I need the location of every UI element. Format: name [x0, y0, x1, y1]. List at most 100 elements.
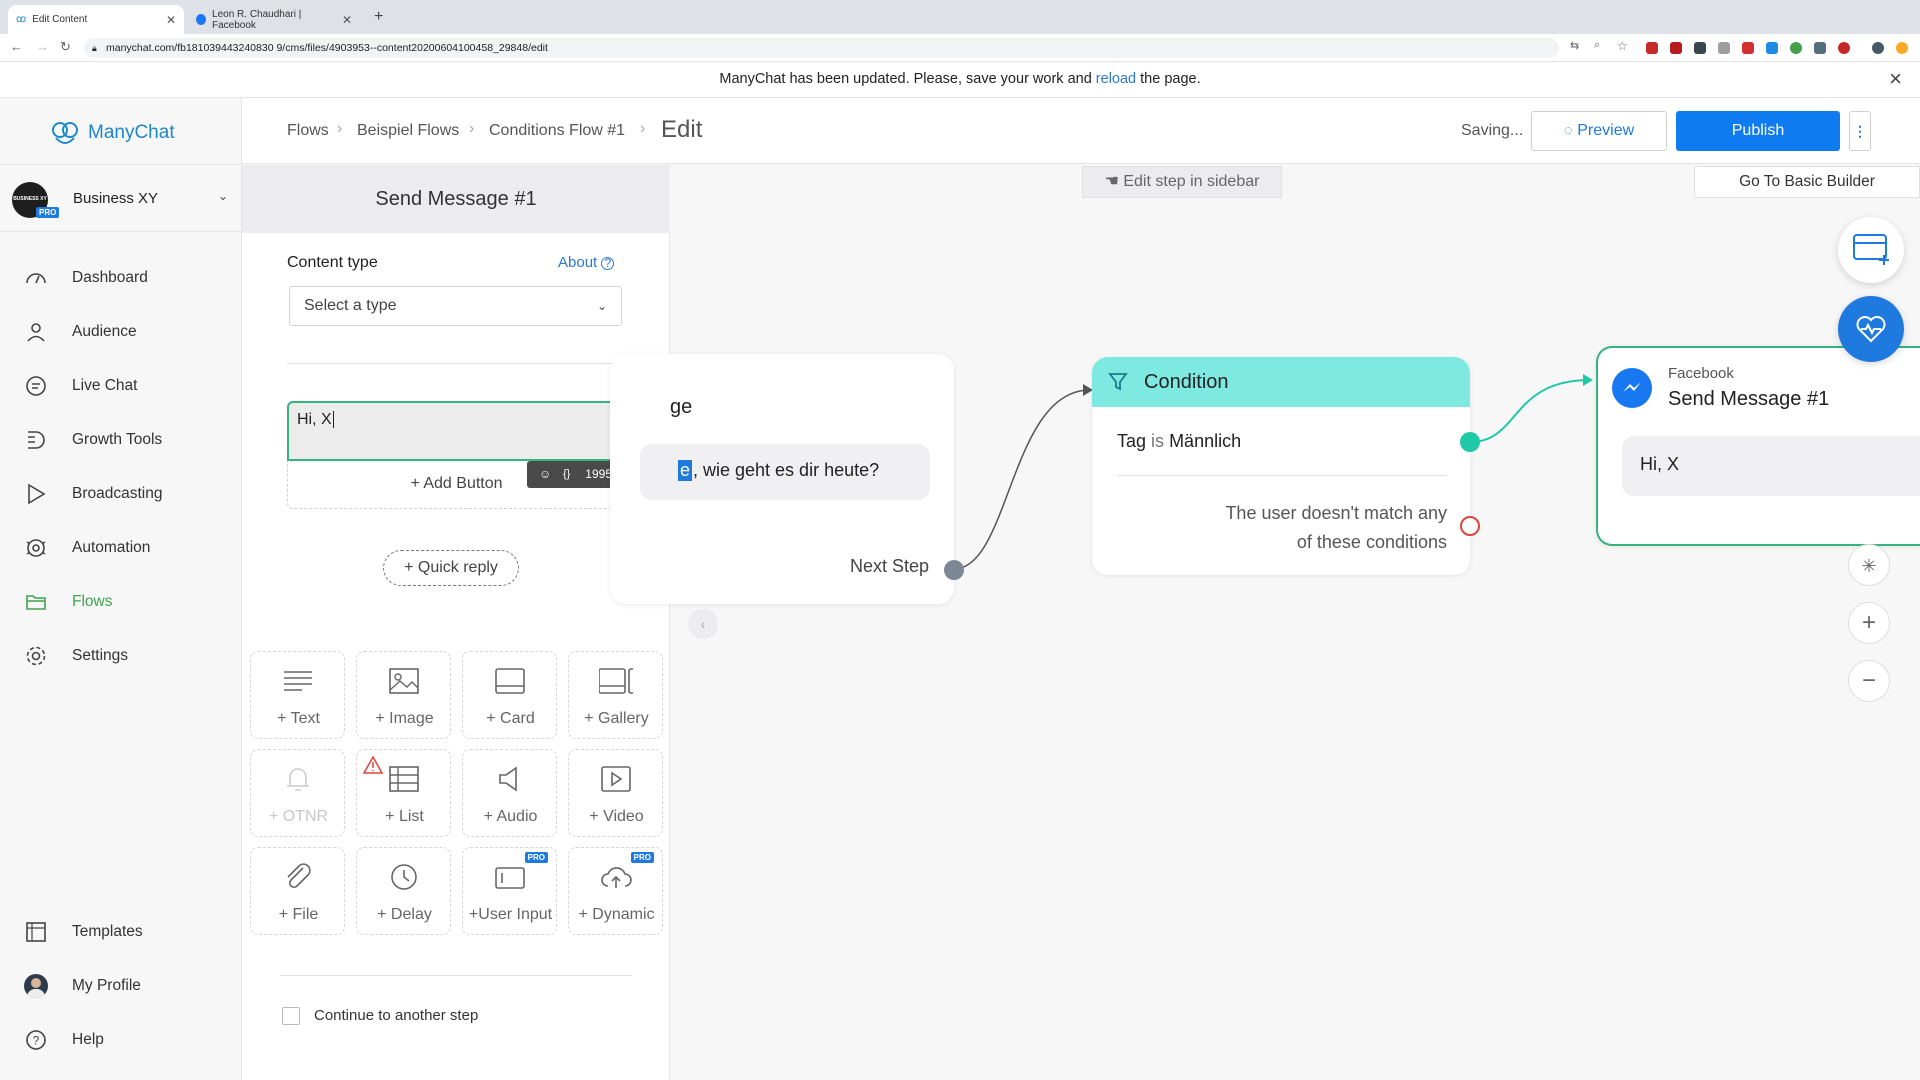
health-check-button[interactable]: [1838, 296, 1904, 362]
message-text-input[interactable]: Hi, X: [287, 401, 624, 461]
extension-icon[interactable]: [1742, 42, 1754, 54]
add-text-tile[interactable]: + Text: [250, 651, 345, 739]
nav-item-templates[interactable]: Templates: [0, 910, 242, 954]
left-navigation: ManyChat BUSINESS XY PRO Business XY ⌄ D…: [0, 98, 242, 1080]
breadcrumb-beispiel-flows[interactable]: Beispiel Flows: [357, 122, 460, 139]
nav-item-flows[interactable]: Flows: [0, 580, 242, 624]
tile-label: + List: [385, 808, 424, 825]
profile-avatar-icon[interactable]: [1872, 42, 1884, 54]
svg-text:?: ?: [33, 1034, 40, 1048]
extension-icon[interactable]: [1766, 42, 1778, 54]
nav-item-broadcasting[interactable]: Broadcasting: [0, 472, 242, 516]
add-video-tile[interactable]: + Video: [568, 749, 663, 837]
quick-reply-button[interactable]: + Quick reply: [383, 550, 519, 586]
cloud-icon: [601, 867, 632, 888]
tile-label: + Audio: [483, 808, 538, 825]
publish-button[interactable]: Publish: [1676, 111, 1840, 151]
continue-checkbox[interactable]: [282, 1007, 300, 1025]
nav-item-automation[interactable]: Automation: [0, 526, 242, 570]
pro-badge: PRO: [524, 852, 548, 863]
previous-message-node[interactable]: ge e , wie geht es dir heute? Next Step: [610, 354, 954, 604]
banner-text: ManyChat has been updated. Please, save …: [719, 71, 1092, 87]
nav-item-growth-tools[interactable]: Growth Tools: [0, 418, 242, 462]
nav-item-audience[interactable]: Audience: [0, 310, 242, 354]
extension-icon[interactable]: [1718, 42, 1730, 54]
account-switcher[interactable]: BUSINESS XY PRO Business XY ⌄: [0, 164, 242, 232]
url-field[interactable]: 🔒︎ manychat.com/fb181039443240830 9/cms/…: [84, 38, 1559, 58]
node-title: Send Message #1: [1668, 388, 1830, 410]
add-user-input-tile[interactable]: PRO +User Input: [462, 847, 557, 935]
auto-arrange-button[interactable]: ✳: [1848, 544, 1890, 586]
tile-label: + Image: [375, 710, 434, 727]
zoom-icon[interactable]: ⌕: [1594, 39, 1601, 51]
forward-icon[interactable]: →: [36, 39, 49, 54]
tab-edit-content[interactable]: ꝏ Edit Content ✕: [8, 5, 184, 34]
preview-button[interactable]: ◌ Preview: [1531, 111, 1667, 151]
manychat-logo[interactable]: ManyChat: [48, 118, 175, 148]
extension-icon[interactable]: [1814, 42, 1826, 54]
tile-label: + Card: [486, 710, 535, 727]
condition-node[interactable]: Condition Tag is Männlich The user doesn…: [1092, 357, 1470, 575]
add-dynamic-tile[interactable]: PRO + Dynamic: [568, 847, 663, 935]
close-icon[interactable]: ×: [1889, 66, 1902, 91]
zoom-out-button[interactable]: −: [1848, 660, 1890, 702]
variable-icon[interactable]: {}: [563, 468, 571, 480]
content-type-select[interactable]: Select a type ⌄: [289, 286, 622, 326]
close-tab-icon[interactable]: ✕: [165, 12, 176, 27]
about-link[interactable]: About ?: [558, 254, 615, 271]
account-avatar-text: BUSINESS XY: [13, 196, 47, 202]
extension-icon[interactable]: [1838, 42, 1850, 54]
emoji-icon[interactable]: ☺: [539, 467, 552, 481]
reload-link[interactable]: reload: [1095, 71, 1137, 87]
nav-label: Settings: [72, 647, 129, 664]
nav-label: Broadcasting: [72, 485, 163, 502]
chat-icon: [26, 376, 46, 396]
add-card-tile[interactable]: + Card: [462, 651, 557, 739]
back-icon[interactable]: ←: [10, 39, 23, 54]
pro-badge: PRO: [630, 852, 654, 863]
close-tab-icon[interactable]: ✕: [341, 12, 352, 27]
collapse-panel-button[interactable]: ‹: [688, 609, 718, 639]
breadcrumb-conditions-flow[interactable]: Conditions Flow #1: [489, 122, 626, 139]
tab-facebook[interactable]: Leon R. Chaudhari | Facebook ✕: [188, 5, 360, 34]
add-gallery-tile[interactable]: + Gallery: [568, 651, 663, 739]
nav-item-live-chat[interactable]: Live Chat: [0, 364, 242, 408]
nav-item-dashboard[interactable]: Dashboard: [0, 256, 242, 300]
send-message-node[interactable]: Facebook Send Message #1 Hi, X: [1596, 346, 1920, 546]
nav-label: My Profile: [72, 977, 141, 994]
edit-step-hint: ☚ Edit step in sidebar: [1082, 166, 1282, 198]
add-file-tile[interactable]: + File: [250, 847, 345, 935]
messenger-icon: [1612, 368, 1652, 408]
content-type-label: Content type: [287, 254, 378, 271]
extension-icon[interactable]: [1670, 42, 1682, 54]
extension-icon[interactable]: [1694, 42, 1706, 54]
condition-fallback-port[interactable]: [1460, 516, 1480, 536]
dashboard-icon: [26, 273, 46, 284]
add-list-tile[interactable]: + List: [356, 749, 451, 837]
breadcrumb-flows[interactable]: Flows: [287, 122, 329, 139]
condition-match-port[interactable]: [1460, 432, 1480, 452]
bookmark-star-icon[interactable]: ☆: [1617, 39, 1628, 53]
new-tab-icon[interactable]: +: [374, 8, 384, 25]
reload-icon[interactable]: ↻: [60, 39, 71, 54]
add-image-tile[interactable]: + Image: [356, 651, 451, 739]
basic-builder-button[interactable]: Go To Basic Builder: [1694, 166, 1920, 198]
zoom-in-button[interactable]: +: [1848, 602, 1890, 644]
more-options-button[interactable]: ⋮: [1849, 111, 1871, 151]
add-step-button[interactable]: [1838, 217, 1904, 283]
send-icon: [28, 483, 46, 505]
nav-label: Help: [72, 1031, 104, 1048]
next-step-port[interactable]: [944, 560, 964, 580]
nav-item-help[interactable]: ? Help: [0, 1018, 242, 1062]
add-delay-tile[interactable]: + Delay: [356, 847, 451, 935]
nav-item-my-profile[interactable]: My Profile: [0, 964, 242, 1008]
translate-icon[interactable]: ⇆: [1570, 40, 1580, 52]
condition-header: Condition: [1092, 357, 1470, 407]
add-button[interactable]: + Add Button: [410, 475, 503, 492]
add-audio-tile[interactable]: + Audio: [462, 749, 557, 837]
tile-label: + File: [278, 906, 319, 923]
extension-icon[interactable]: [1646, 42, 1658, 54]
extension-icon[interactable]: [1790, 42, 1802, 54]
nav-item-settings[interactable]: Settings: [0, 634, 242, 678]
update-icon[interactable]: [1896, 42, 1908, 54]
